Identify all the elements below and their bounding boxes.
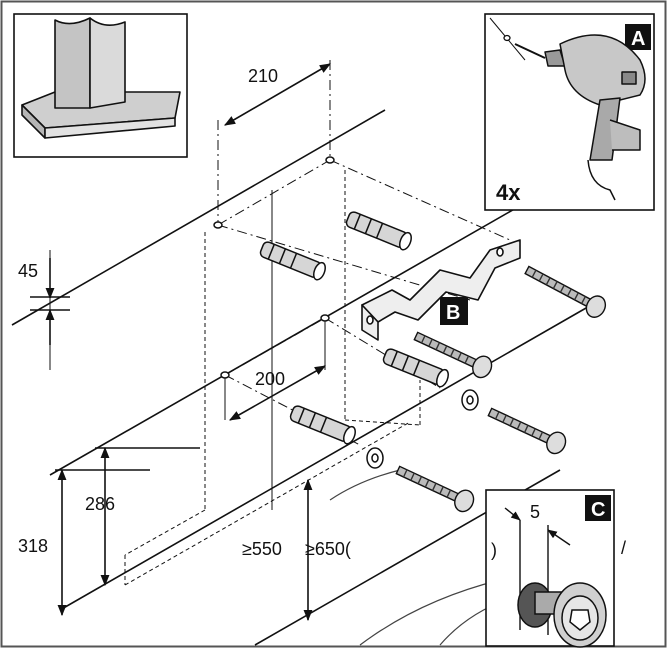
detail-inset: C 5 ) [485, 489, 615, 648]
dimension-210: 210 [248, 66, 278, 86]
dimension-min-550: ≥550 [242, 539, 282, 559]
screw-detail-icon [517, 582, 607, 648]
quantity-4x: 4x [496, 180, 521, 205]
hood-inset [13, 13, 188, 158]
appliance-dashed-outline [124, 170, 421, 586]
mounting-bracket-icon [361, 239, 521, 341]
label-a-badge [625, 24, 651, 50]
hole-marker [503, 34, 511, 42]
dimension-45: 45 [18, 261, 38, 281]
drill-inset: A 4x [484, 13, 655, 211]
power-drill-icon [514, 34, 646, 201]
washer-icon [366, 389, 479, 469]
drill-hole-markers [213, 156, 335, 379]
dimension-318: 318 [18, 536, 48, 556]
screw-icon [395, 265, 607, 513]
slash-mark: / [621, 538, 626, 558]
label-b: B [446, 302, 460, 324]
dimension-arrows [30, 63, 331, 622]
construction-lines [217, 60, 511, 446]
dimension-min-650: ≥650( [305, 539, 351, 559]
dimension-286: 286 [85, 494, 115, 514]
wall-plug-icon [259, 211, 449, 445]
dimension-200: 200 [255, 369, 285, 389]
paren-mark: ) [491, 540, 497, 560]
dimension-5: 5 [530, 502, 540, 522]
vertical-guides [49, 190, 326, 510]
label-a: A [631, 28, 645, 50]
label-b-badge [440, 297, 468, 325]
label-c-badge [585, 495, 611, 521]
chimney-hood-icon [21, 17, 181, 139]
label-c: C [591, 499, 605, 521]
